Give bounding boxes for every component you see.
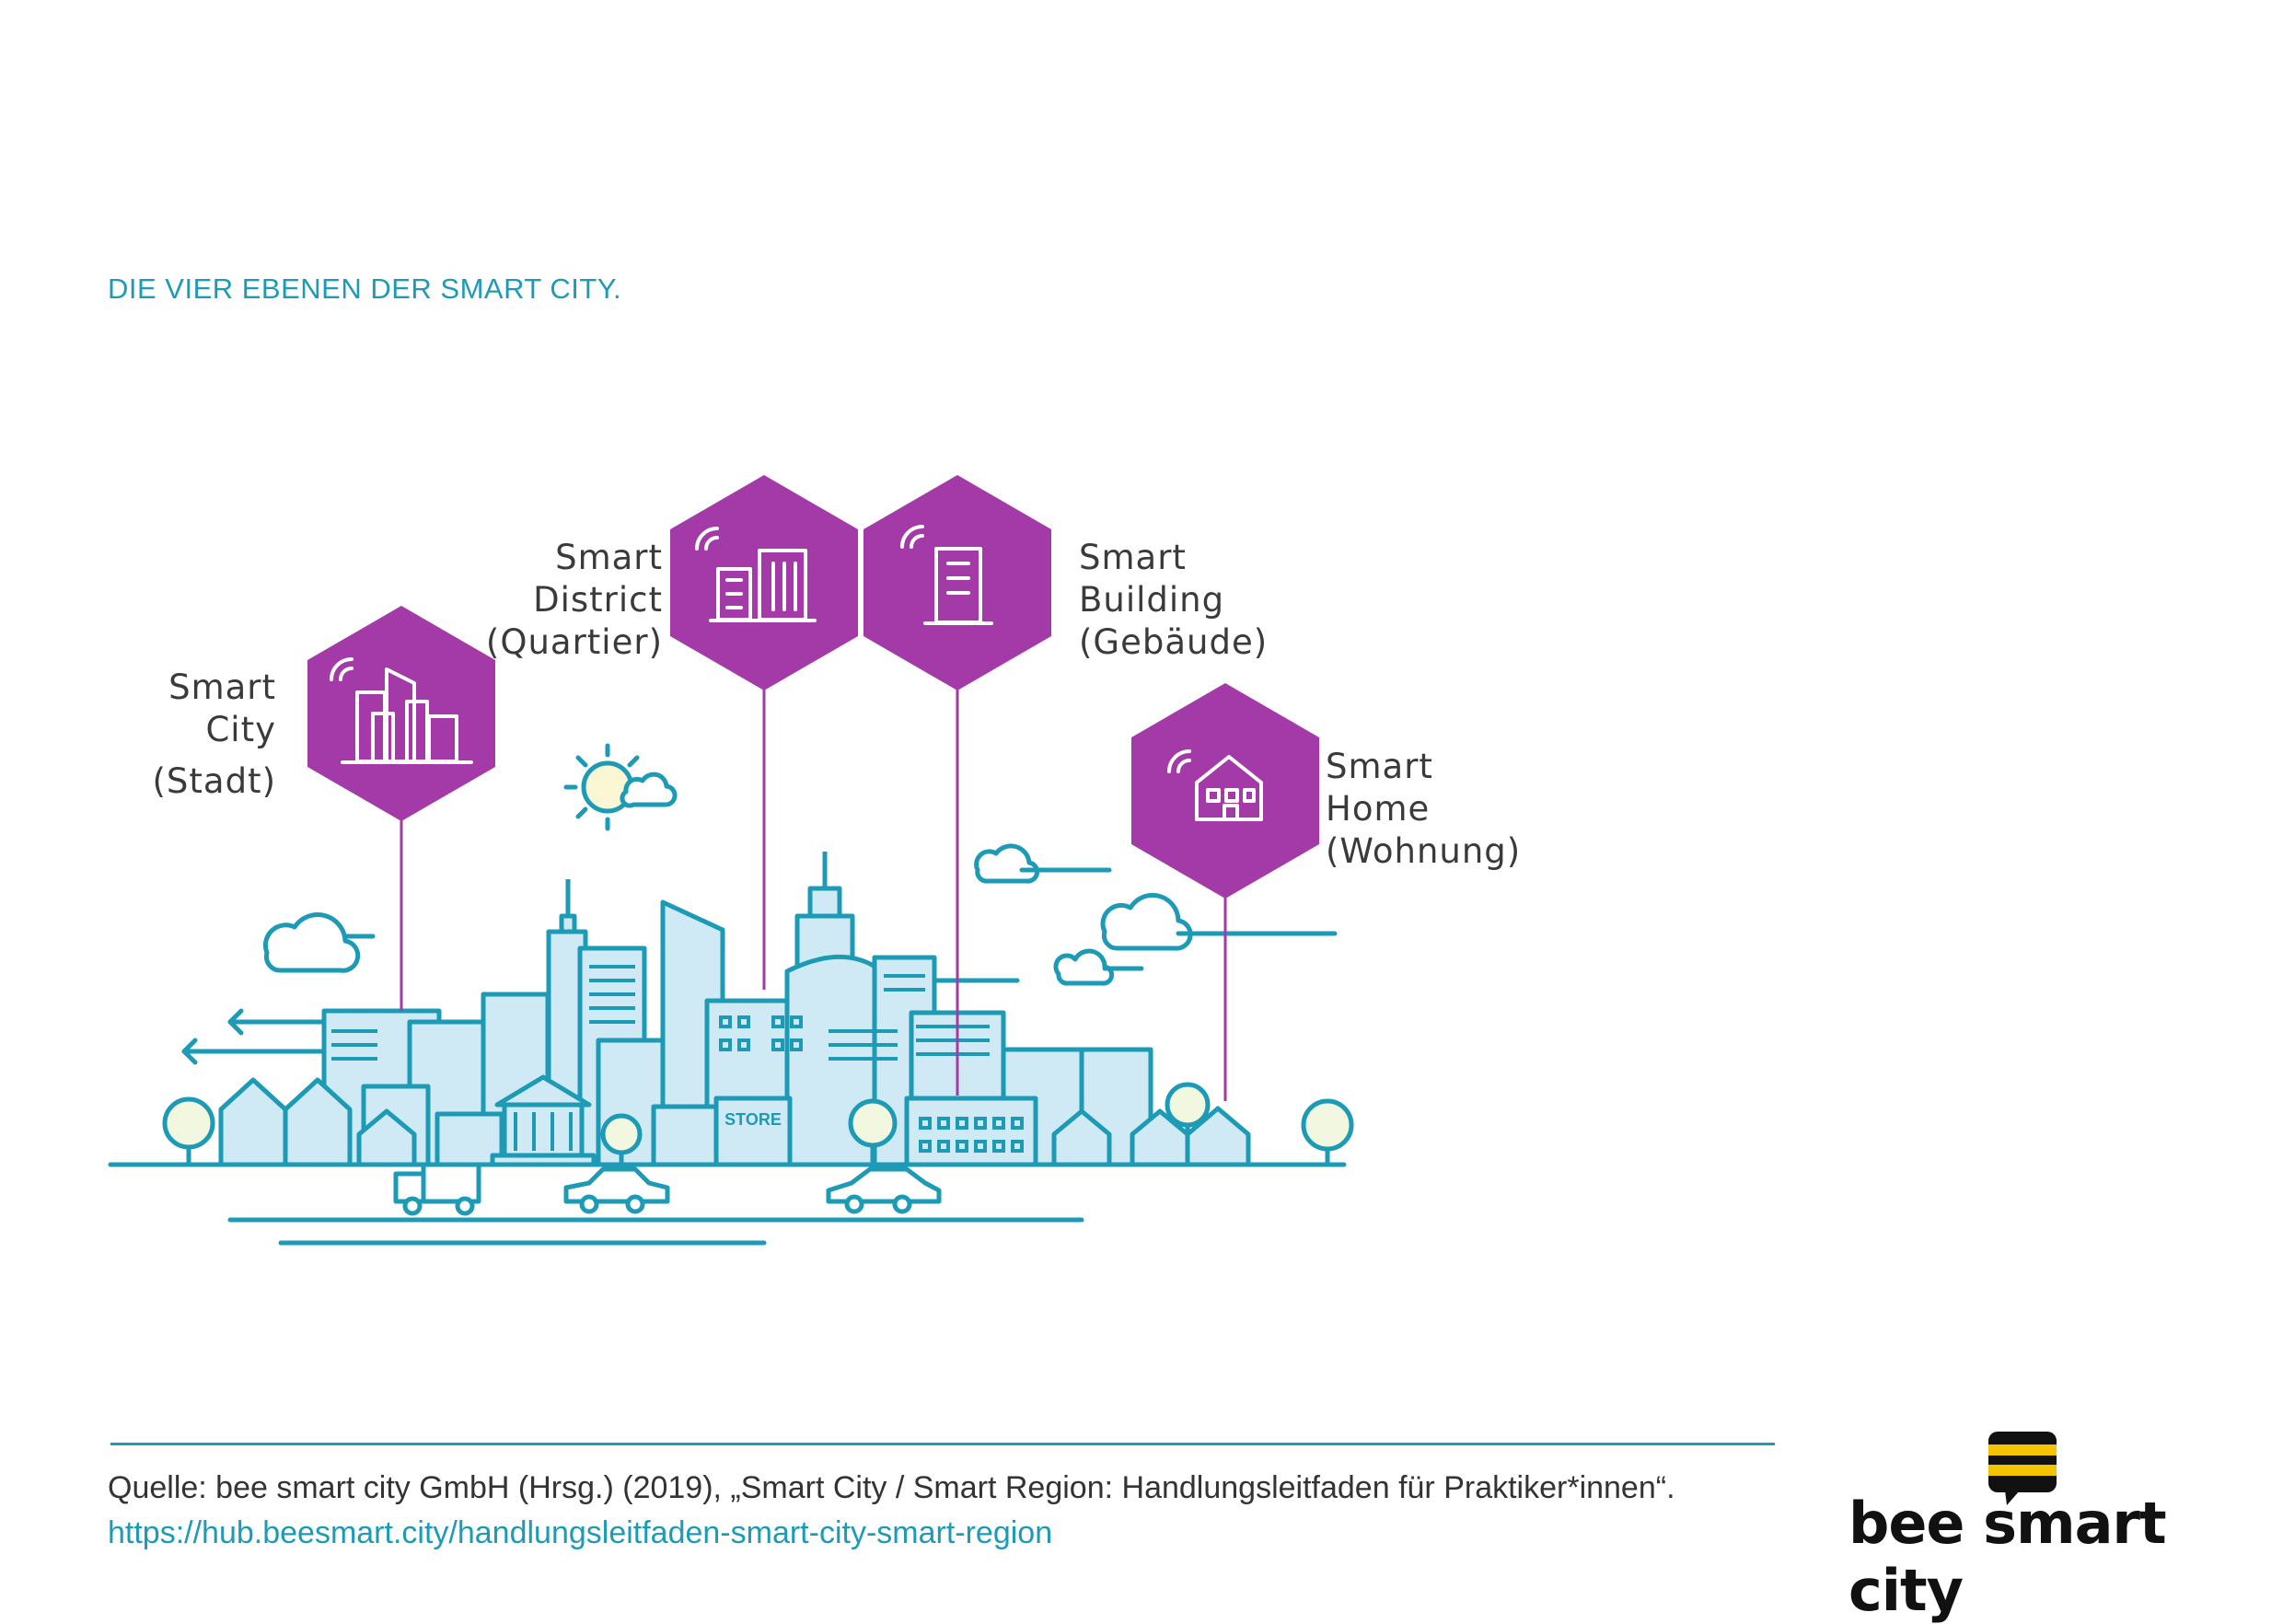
tower xyxy=(807,886,842,919)
car-icon xyxy=(563,1166,670,1214)
source-citation: Quelle: bee smart city GmbH (Hrsg.) (201… xyxy=(108,1470,1675,1505)
truck-icon xyxy=(393,1162,481,1216)
city-skyline-icon xyxy=(330,657,473,764)
brand-logo-text: bee smart city xyxy=(1848,1490,2167,1624)
cloud-icon xyxy=(974,843,1040,884)
sun-icon xyxy=(563,743,678,831)
house xyxy=(218,1077,288,1167)
cloud-icon xyxy=(1100,892,1193,951)
tree-icon xyxy=(162,1096,215,1165)
tower xyxy=(559,913,577,934)
office-building-icon xyxy=(900,525,993,625)
house-icon xyxy=(1167,749,1263,821)
hexagon-smart-district xyxy=(670,475,858,690)
store-sign: STORE xyxy=(724,1110,782,1129)
hexagon-smart-building xyxy=(863,475,1051,690)
building xyxy=(651,1104,719,1167)
source-link[interactable]: https://hub.beesmart.city/handlungsleitf… xyxy=(108,1515,1053,1550)
tree-icon xyxy=(600,1113,643,1165)
store-building xyxy=(713,1096,793,1167)
tree-icon xyxy=(848,1098,898,1165)
hexagon-smart-city xyxy=(307,606,495,821)
car-icon xyxy=(826,1166,942,1214)
label-smart-city: Smart City (Stadt) xyxy=(152,667,276,801)
house xyxy=(356,1108,417,1167)
house xyxy=(1051,1108,1112,1167)
speech-bubble-bee-icon xyxy=(1988,1432,2057,1505)
page-title: DIE VIER EBENEN DER SMART CITY. xyxy=(108,273,622,305)
tree-icon xyxy=(1165,1082,1211,1165)
label-smart-building: Smart Building (Gebäude) xyxy=(1079,538,1269,662)
tree-icon xyxy=(1301,1098,1354,1165)
city-hall xyxy=(490,1074,597,1167)
cloud-icon xyxy=(262,912,361,973)
label-smart-district: Smart District (Quartier) xyxy=(485,538,663,662)
footer-divider xyxy=(110,1443,1775,1445)
district-buildings-icon xyxy=(695,527,817,622)
house xyxy=(283,1077,353,1167)
cloud-icon xyxy=(1053,948,1115,986)
label-smart-home: Smart Home (Wohnung) xyxy=(1326,747,1522,871)
building xyxy=(904,1096,1038,1167)
